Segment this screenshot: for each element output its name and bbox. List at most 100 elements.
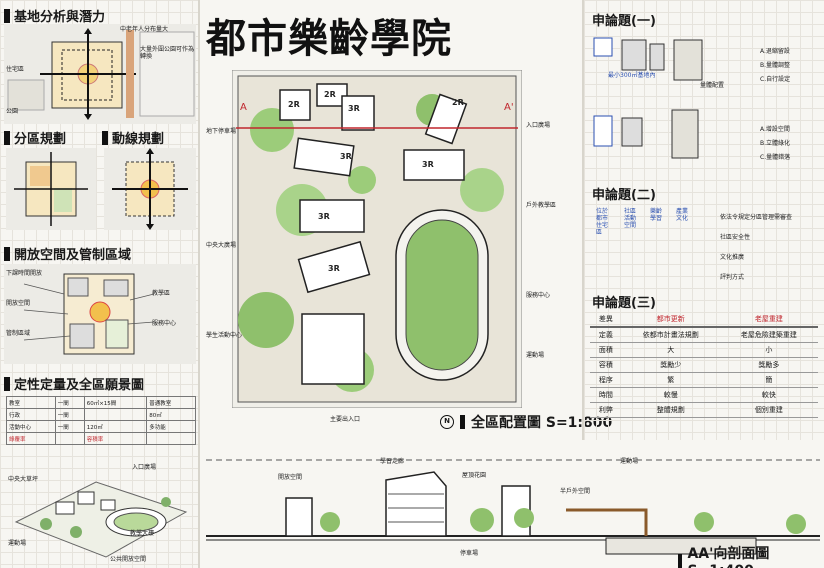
table-header: 差異 <box>590 312 622 328</box>
building-label: 3R <box>422 160 434 169</box>
site-analysis-title: 基地分析與潛力 <box>14 10 106 25</box>
zoning-diagram <box>6 148 96 230</box>
building-label: 2R <box>288 100 300 109</box>
table-cell: 多功能 <box>146 420 196 433</box>
table-row: 程序 繁 簡 <box>590 372 818 388</box>
table-cell <box>54 432 85 445</box>
circulation-heading: 動線規劃 <box>102 128 164 147</box>
table-cell: 行政 <box>6 408 56 421</box>
q2-note: 依法令規定分區管理需審查 <box>720 214 793 221</box>
site-note-6: 公園 <box>6 108 19 115</box>
zoning-title: 分區規劃 <box>14 132 67 147</box>
table-row: 行政 一間 80㎡ <box>6 408 196 421</box>
q3-table: 差異 都市更新 老屋重建 定義 依都市計畫法規劃 老屋危險建築重建 面積 大 小… <box>590 312 818 418</box>
plan-annotation: 運動場 <box>526 352 545 359</box>
table-cell <box>146 432 196 445</box>
table-row: 容積 獎勵少 獎勵多 <box>590 357 818 373</box>
building-label: 2R <box>452 98 464 107</box>
site-analysis-heading: 基地分析與潛力 <box>4 6 105 25</box>
q2-box: 社區活動空間 <box>624 208 637 229</box>
table-cell: 一間 <box>54 396 85 409</box>
section-note: 運動場 <box>620 458 639 465</box>
table-cell: 一間 <box>54 408 85 421</box>
table-cell: 老屋危險建築重建 <box>719 327 818 343</box>
table-cell: 80㎡ <box>146 408 196 421</box>
plan-caption: N 全區配置圖 S=1:800 <box>440 412 612 432</box>
q1-note: 量體配置 <box>700 82 725 89</box>
vision-note-4: 教學大樓 <box>130 530 155 537</box>
section-note: 學習走廊 <box>380 458 405 465</box>
q3-heading: 申論題(三) <box>592 292 656 311</box>
open-space-title: 開放空間及管制區域 <box>14 248 132 263</box>
site-note-3: 住宅區 <box>6 66 25 73</box>
definition-title: 定性定量及全區願景圖 <box>14 378 145 393</box>
building-label: 2R <box>324 90 336 99</box>
section-note: 屋頂花園 <box>462 472 487 479</box>
table-cell: 較慢 <box>621 387 720 403</box>
q1-note: C.自行設定 <box>760 76 791 83</box>
vision-note-1: 中央大草坪 <box>8 476 39 483</box>
q1-note: C.量體錯落 <box>760 154 791 161</box>
table-row: 定義 依都市計畫法規劃 老屋危險建築重建 <box>590 327 818 343</box>
table-cell: 大 <box>621 342 720 358</box>
left-column: 基地分析與潛力 中老年人分布量大 大量外圍公園可作為轉換 住宅區 公園 分區規劃… <box>0 0 200 568</box>
section-note: 開放空間 <box>278 474 303 481</box>
table-row: 綠覆率 容積率 <box>6 432 196 445</box>
table-cell: 利弊 <box>590 402 622 418</box>
heading-marker-icon <box>4 376 10 391</box>
section-note: 停車場 <box>460 550 479 557</box>
circulation-title: 動線規劃 <box>112 132 165 147</box>
table-cell: 普通教室 <box>146 396 196 409</box>
q2-box: 產業文化 <box>676 208 689 222</box>
table-cell: 小 <box>719 342 818 358</box>
table-cell: 程序 <box>590 372 622 388</box>
section-mark-a-prime: A' <box>504 102 514 113</box>
table-cell: 綠覆率 <box>6 432 56 445</box>
table-cell: 時間 <box>590 387 622 403</box>
q2-note: 文化推廣 <box>720 254 745 261</box>
heading-marker-icon <box>4 246 10 261</box>
q1-note: 最小300㎡基地內 <box>608 72 656 79</box>
heading-marker-icon <box>102 130 108 145</box>
vision-note-2: 入口廣場 <box>132 464 157 471</box>
plan-annotation: 學生活動中心 <box>206 332 243 339</box>
plan-annotation: 主要出入口 <box>330 416 361 423</box>
heading-marker-icon <box>678 554 683 568</box>
circulation-diagram <box>104 148 196 230</box>
table-cell: 容積率 <box>83 432 148 445</box>
table-cell: 獎勵少 <box>621 357 720 373</box>
table-row: 時間 較慢 較快 <box>590 387 818 403</box>
q1-note: A.增設空間 <box>760 126 790 133</box>
plan-caption-text: 全區配置圖 S=1:800 <box>471 415 613 431</box>
table-row: 面積 大 小 <box>590 342 818 358</box>
plan-annotation: 服務中心 <box>526 292 551 299</box>
table-cell: 活動中心 <box>6 420 56 433</box>
open-space-heading: 開放空間及管制區域 <box>4 244 131 263</box>
section-drawing <box>206 459 820 555</box>
zoning-heading: 分區規劃 <box>4 128 66 147</box>
open-note-2: 開放空間 <box>6 300 31 307</box>
table-cell: 較快 <box>719 387 818 403</box>
table-cell: 簡 <box>719 372 818 388</box>
heading-marker-icon <box>460 415 465 429</box>
table-cell: 容積 <box>590 357 622 373</box>
table-header-row: 差異 都市更新 老屋重建 <box>590 312 818 328</box>
table-cell: 繁 <box>621 372 720 388</box>
page-title: 都市樂齡學院 <box>206 15 452 62</box>
open-note-5: 服務中心 <box>152 320 177 327</box>
q1-heading: 申論題(一) <box>592 10 656 29</box>
site-note-2: 大量外圍公園可作為轉換 <box>140 46 195 60</box>
section-note: 半戶外空間 <box>560 488 591 495</box>
q1-diagram <box>593 37 703 159</box>
q1-note: B.量體調整 <box>760 62 791 69</box>
table-cell <box>83 408 148 421</box>
plan-annotation: 戶外教學區 <box>526 202 557 209</box>
site-analysis-diagram <box>4 24 196 124</box>
heading-marker-icon <box>4 8 10 23</box>
table-cell: 60㎡×15間 <box>83 396 148 409</box>
table-row: 教室 一間 60㎡×15間 普通教室 <box>6 396 196 409</box>
table-cell: 獎勵多 <box>719 357 818 373</box>
building-label: 3R <box>340 152 352 161</box>
table-header: 老屋重建 <box>719 312 818 328</box>
